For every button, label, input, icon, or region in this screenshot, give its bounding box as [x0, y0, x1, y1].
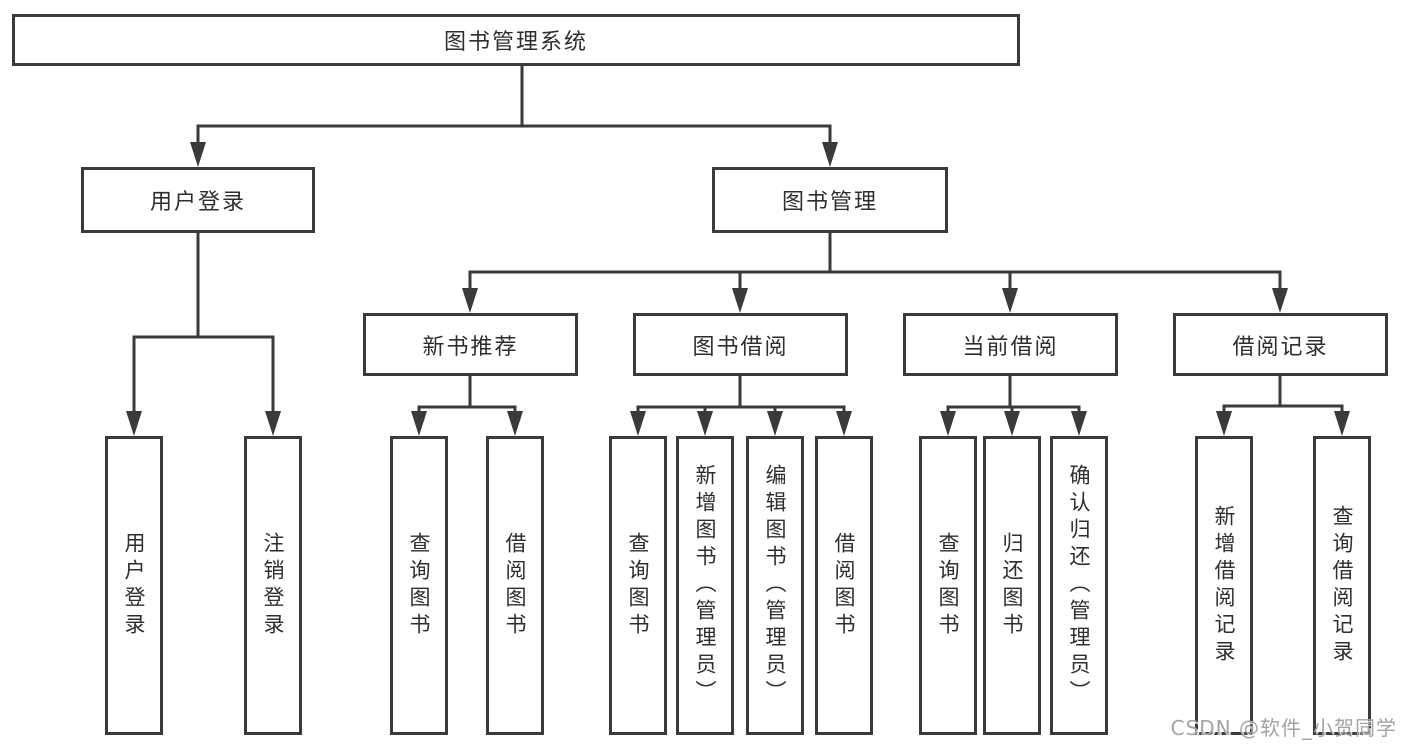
- leaf-user-login: 用户登录: [105, 436, 163, 735]
- leaf-borrow-books-recommend: 借阅图书: [486, 436, 544, 735]
- leaf-query-books-recommend: 查询图书: [390, 436, 448, 735]
- leaf-logout: 注销登录: [244, 436, 302, 735]
- leaf-return-books: 归还图书: [983, 436, 1041, 735]
- node-book-management: 图书管理: [712, 167, 948, 233]
- leaf-confirm-return-admin: 确认归还（管理员）: [1050, 436, 1108, 735]
- leaf-query-borrow-record: 查询借阅记录: [1313, 436, 1371, 735]
- leaf-query-books-borrowing: 查询图书: [609, 436, 667, 735]
- node-borrow-records: 借阅记录: [1173, 313, 1388, 376]
- node-user-login: 用户登录: [81, 167, 315, 233]
- leaf-edit-books-admin: 编辑图书（管理员）: [746, 436, 804, 735]
- leaf-add-books-admin: 新增图书（管理员）: [676, 436, 734, 735]
- node-book-borrowing: 图书借阅: [633, 313, 848, 376]
- node-new-book-recommend: 新书推荐: [363, 313, 578, 376]
- watermark-text: CSDN @软件_小贺同学: [1170, 716, 1397, 740]
- node-current-borrowing: 当前借阅: [903, 313, 1118, 376]
- node-root: 图书管理系统: [12, 14, 1020, 66]
- leaf-add-borrow-record: 新增借阅记录: [1195, 436, 1253, 735]
- leaf-query-books-current: 查询图书: [919, 436, 977, 735]
- leaf-borrow-books: 借阅图书: [815, 436, 873, 735]
